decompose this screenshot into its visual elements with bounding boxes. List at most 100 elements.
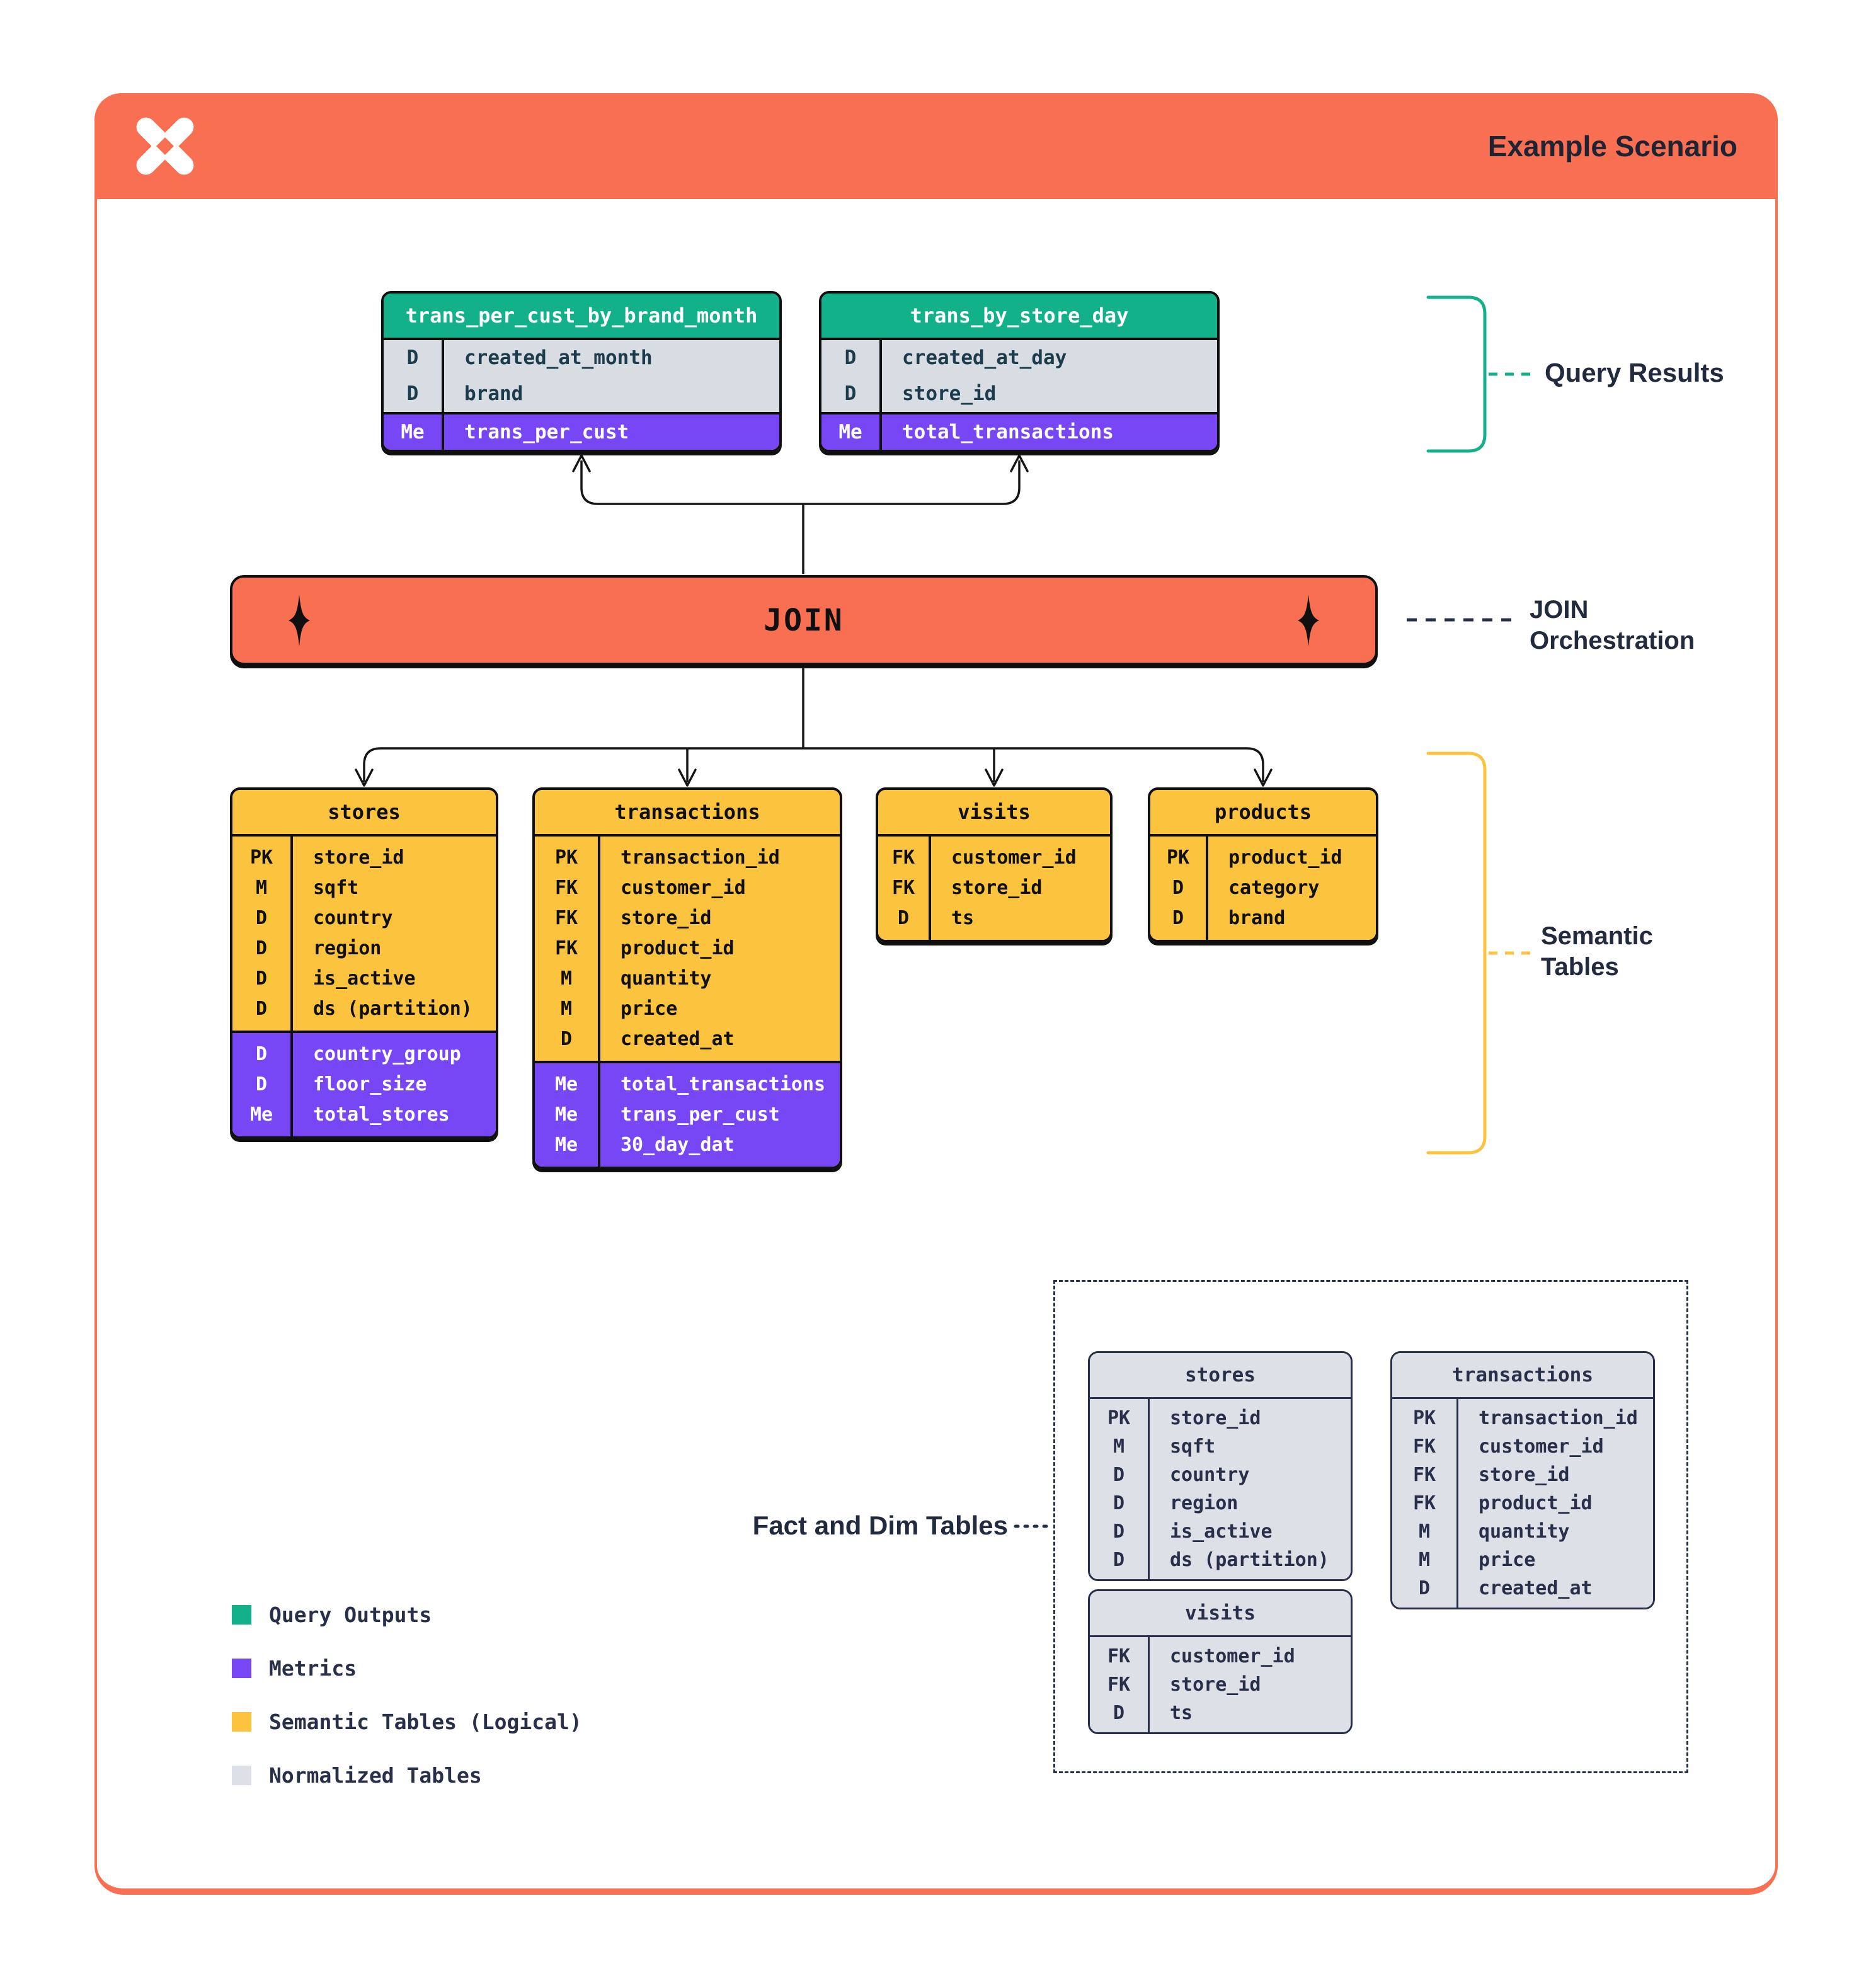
- field-name: category: [1228, 877, 1320, 899]
- join-orchestration-line1: JOIN: [1530, 596, 1589, 624]
- field-name: ds (partition): [313, 998, 472, 1020]
- field-name: sqft: [1170, 1436, 1216, 1458]
- field-key: D: [844, 382, 857, 405]
- field-name: sqft: [313, 877, 359, 899]
- field-name: floor_size: [313, 1073, 427, 1095]
- key-column: Me: [384, 414, 444, 450]
- field-key: D: [255, 1073, 268, 1095]
- dremio-x-logo-icon: [136, 117, 194, 175]
- field-name: brand: [1228, 907, 1286, 929]
- legend-item: Normalized Tables: [232, 1763, 582, 1788]
- field-key: FK: [891, 847, 915, 869]
- field-key: D: [1418, 1577, 1431, 1599]
- table-title: transactions: [535, 790, 840, 837]
- field-key: D: [1113, 1521, 1125, 1543]
- field-name: is_active: [313, 968, 416, 990]
- field-key: FK: [891, 877, 915, 899]
- legend-label: Normalized Tables: [269, 1763, 482, 1788]
- legend-item: Query Outputs: [232, 1602, 582, 1627]
- legend-swatch-icon: [232, 1659, 251, 1678]
- field-key: FK: [1107, 1645, 1131, 1667]
- legend-item: Metrics: [232, 1656, 582, 1681]
- field-name: quantity: [621, 968, 712, 990]
- field-key: FK: [1412, 1436, 1436, 1458]
- field-key: M: [255, 877, 268, 899]
- legend-swatch-icon: [232, 1712, 251, 1732]
- legend-item: Semantic Tables (Logical): [232, 1710, 582, 1734]
- field-key: D: [1113, 1702, 1125, 1724]
- semantic-tables-line1: Semantic: [1541, 922, 1653, 950]
- field-name: trans_per_cust: [464, 421, 629, 443]
- legend-swatch-icon: [232, 1605, 251, 1625]
- field-key: M: [1418, 1521, 1431, 1543]
- field-name: created_at_month: [464, 346, 653, 369]
- field-name: ts: [1170, 1702, 1193, 1724]
- field-key: FK: [554, 907, 578, 929]
- sparkle-icon: [289, 594, 310, 646]
- field-name: is_active: [1170, 1521, 1273, 1543]
- field-key: Me: [554, 1134, 578, 1156]
- field-name: store_id: [1170, 1407, 1261, 1429]
- name-column: product_id category brand: [1208, 837, 1376, 940]
- field-name: country: [313, 907, 393, 929]
- field-name: product_id: [1479, 1492, 1593, 1514]
- field-name: store_id: [902, 382, 997, 405]
- field-key: D: [1172, 877, 1184, 899]
- field-name: product_id: [1228, 847, 1342, 869]
- field-key: M: [1113, 1436, 1125, 1458]
- field-name: store_id: [621, 907, 712, 929]
- table-title: transactions: [1392, 1353, 1653, 1399]
- field-key: D: [1172, 907, 1184, 929]
- field-name: country: [1170, 1464, 1250, 1486]
- field-name: ds (partition): [1170, 1549, 1329, 1571]
- field-key: FK: [1412, 1492, 1436, 1514]
- field-name: region: [1170, 1492, 1239, 1514]
- field-key: PK: [554, 847, 578, 869]
- field-name: store_id: [313, 847, 404, 869]
- field-key: D: [1113, 1492, 1125, 1514]
- field-name: transaction_id: [621, 847, 780, 869]
- field-key: M: [1418, 1549, 1431, 1571]
- field-name: customer_id: [951, 847, 1077, 869]
- sparkle-icon: [1298, 594, 1319, 646]
- field-name: customer_id: [621, 877, 746, 899]
- field-name: ts: [951, 907, 975, 929]
- join-label: JOIN: [764, 602, 844, 638]
- semantic-tables-line2: Tables: [1541, 953, 1619, 981]
- field-name: product_id: [621, 937, 735, 959]
- card-header: Example Scenario: [94, 93, 1778, 199]
- name-column: total_transactions: [882, 414, 1217, 450]
- join-orchestration-label: JOIN Orchestration: [1530, 595, 1695, 656]
- field-key: M: [560, 998, 573, 1020]
- field-key: PK: [1107, 1407, 1131, 1429]
- field-name: total_transactions: [902, 421, 1114, 443]
- table-title: trans_by_store_day: [821, 294, 1217, 340]
- table-title: visits: [1090, 1591, 1351, 1637]
- field-key: D: [1113, 1464, 1125, 1486]
- field-key: FK: [1412, 1464, 1436, 1486]
- legend-label: Semantic Tables (Logical): [269, 1710, 582, 1734]
- field-key: D: [406, 346, 419, 369]
